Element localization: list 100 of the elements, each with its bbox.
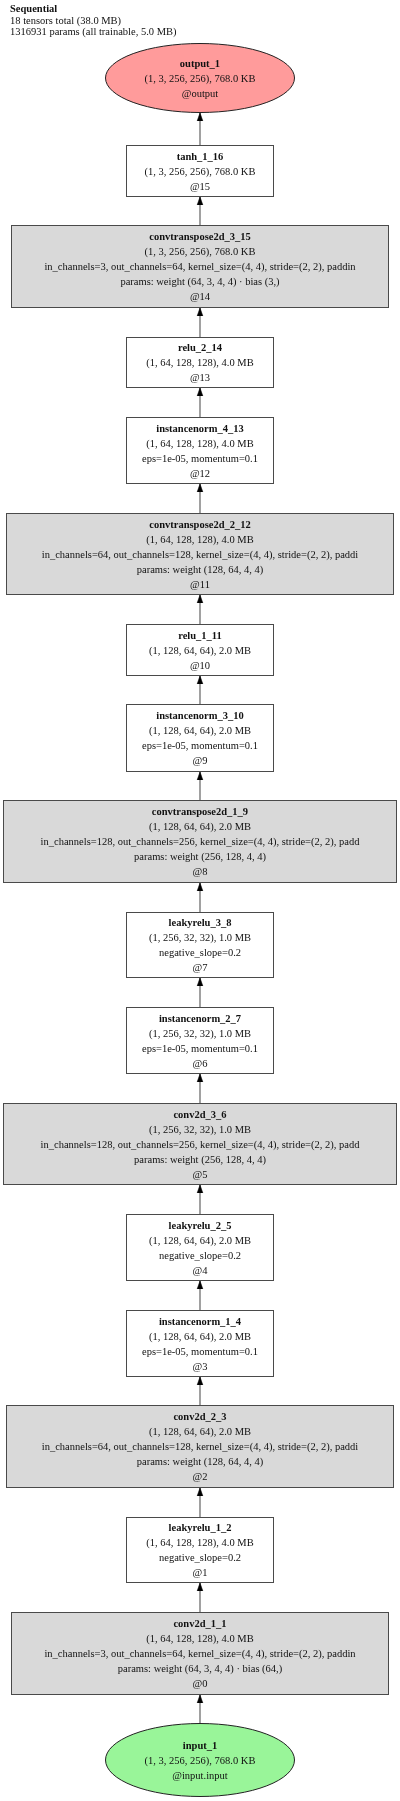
layer-name: relu_1_11 — [178, 628, 222, 643]
layer-box — [126, 145, 274, 197]
layer-name: convtranspose2d_2_12 — [149, 517, 251, 532]
layer-box — [126, 337, 274, 388]
node-index-label: @10 — [189, 658, 211, 673]
layer-name: input_1 — [182, 1738, 218, 1753]
tensor-shape-text: (1, 128, 64, 64), 2.0 MB — [148, 724, 252, 738]
layer-name: convtranspose2d_1_9 — [151, 805, 249, 819]
tensor-shape-text: (1, 3, 256, 256), 768.0 KB — [144, 245, 256, 259]
layer-attributes-text: eps=1e-05, momentum=0.1 — [142, 1344, 258, 1359]
summary-text: 1316931 params (all trainable, 5.0 MB) — [10, 26, 177, 38]
layer-attributes-text: params: weight (128, 64, 4, 4) — [136, 562, 264, 577]
layer-name: instancenorm_2_7 — [158, 1011, 242, 1026]
layer-attributes-text: in_channels=3, out_channels=64, kernel_size=(4, 4), stride=(2, 2), paddin — [44, 260, 356, 274]
tensor-shape-text: (1, 64, 128, 128), 4.0 MB — [146, 436, 254, 451]
node-index-label: @14 — [189, 290, 211, 304]
layer-attributes-text: params: weight (64, 3, 4, 4) · bias (3,) — [120, 275, 280, 289]
tensor-shape-text: (1, 64, 128, 128), 4.0 MB — [146, 356, 254, 370]
parametric-layer-box — [3, 1103, 397, 1185]
layer-attributes-text: in_channels=64, out_channels=128, kernel_size=(4, 4), stride=(2, 2), paddi — [41, 547, 359, 562]
layer-box — [126, 1214, 274, 1281]
arrow — [196, 196, 204, 226]
layer-box — [126, 912, 274, 978]
layer-attributes-text: negative_slope=0.2 — [159, 946, 241, 960]
layer-attributes-text: params: weight (128, 64, 4, 4) — [136, 1455, 264, 1469]
arrow — [196, 387, 204, 418]
node-index-label: @output — [181, 86, 219, 101]
tensor-shape-text: (1, 256, 32, 32), 1.0 MB — [148, 931, 252, 945]
layer-attributes-text: params: weight (64, 3, 4, 4) · bias (64,) — [117, 1662, 283, 1676]
parametric-layer-box — [11, 225, 389, 308]
layer-name: leakyrelu_1_2 — [168, 1521, 232, 1535]
layer-name: instancenorm_1_4 — [158, 1314, 242, 1329]
summary-text: 18 tensors total (38.0 MB) — [10, 14, 122, 26]
node-index-label: @8 — [192, 865, 208, 879]
node-index-label: @11 — [190, 577, 210, 592]
layer-box — [126, 417, 274, 484]
tensor-shape-text: (1, 256, 32, 32), 1.0 MB — [148, 1026, 252, 1041]
node-index-label: @12 — [189, 466, 211, 481]
arrow — [196, 1376, 204, 1406]
layer-attributes-text: in_channels=128, out_channels=256, kernel_size=(4, 4), stride=(2, 2), padd — [40, 835, 360, 849]
arrow — [196, 594, 204, 625]
layer-name: instancenorm_3_10 — [156, 709, 244, 723]
layer-name: tanh_1_16 — [176, 149, 224, 164]
layer-box — [126, 1517, 274, 1583]
tensor-shape-text: (1, 128, 64, 64), 2.0 MB — [148, 643, 252, 658]
node-index-label: @15 — [189, 179, 211, 194]
tensor-shape-text: (1, 64, 128, 128), 4.0 MB — [146, 1632, 254, 1646]
layer-name: leakyrelu_2_5 — [168, 1218, 232, 1233]
layer-box — [126, 1310, 274, 1377]
parametric-layer-box — [3, 800, 397, 883]
layer-attributes-text: params: weight (256, 128, 4, 4) — [134, 850, 266, 864]
node-index-label: @6 — [192, 1056, 208, 1071]
tensor-shape-text: (1, 128, 64, 64), 2.0 MB — [148, 1329, 252, 1344]
layer-name: convtranspose2d_3_15 — [149, 230, 251, 244]
arrow — [196, 483, 204, 514]
node-index-label: @4 — [192, 1263, 208, 1278]
layer-attributes-text: in_channels=64, out_channels=128, kernel_size=(4, 4), stride=(2, 2), paddi — [41, 1440, 359, 1454]
layer-name: conv2d_3_6 — [173, 1107, 227, 1122]
diagram-title: Sequential — [10, 3, 58, 15]
node-index-label: @2 — [192, 1470, 208, 1484]
arrow — [196, 1184, 204, 1215]
tensor-shape-text: (1, 64, 128, 128), 4.0 MB — [146, 1536, 254, 1550]
arrow — [196, 112, 204, 146]
tensor-shape-text: (1, 3, 256, 256), 768.0 KB — [144, 71, 256, 86]
node-index-label: @7 — [192, 961, 208, 975]
output-ellipse — [105, 43, 295, 113]
node-index-label: @3 — [192, 1359, 208, 1374]
layer-box — [126, 624, 274, 676]
tensor-shape-text: (1, 64, 128, 128), 4.0 MB — [146, 532, 254, 547]
node-index-label: @9 — [192, 754, 208, 768]
tensor-shape-text: (1, 128, 64, 64), 2.0 MB — [148, 1425, 252, 1439]
parametric-layer-box — [11, 1612, 389, 1695]
layer-attributes-text: params: weight (256, 128, 4, 4) — [134, 1152, 266, 1167]
tensor-shape-text: (1, 256, 32, 32), 1.0 MB — [148, 1122, 252, 1137]
layer-name: output_1 — [179, 56, 221, 71]
node-index-label: @1 — [192, 1566, 208, 1580]
node-index-label: @13 — [189, 371, 211, 385]
tensor-shape-text: (1, 128, 64, 64), 2.0 MB — [148, 820, 252, 834]
parametric-layer-box — [6, 513, 394, 595]
layer-attributes-text: in_channels=3, out_channels=64, kernel_size=(4, 4), stride=(2, 2), paddin — [44, 1647, 356, 1661]
layer-box — [126, 1007, 274, 1074]
node-index-label: @5 — [192, 1167, 208, 1182]
layer-attributes-text: eps=1e-05, momentum=0.1 — [142, 739, 258, 753]
layer-name: conv2d_1_1 — [173, 1617, 227, 1631]
node-index-label: @0 — [192, 1677, 208, 1691]
layer-name: conv2d_2_3 — [173, 1410, 227, 1424]
layer-attributes-text: eps=1e-05, momentum=0.1 — [142, 1041, 258, 1056]
tensor-shape-text: (1, 128, 64, 64), 2.0 MB — [148, 1233, 252, 1248]
input-ellipse — [105, 1723, 295, 1797]
layer-name: relu_2_14 — [177, 341, 223, 355]
layer-name: instancenorm_4_13 — [156, 421, 244, 436]
tensor-shape-text: (1, 3, 256, 256), 768.0 KB — [144, 1753, 256, 1768]
layer-box — [126, 704, 274, 772]
layer-name: leakyrelu_3_8 — [168, 916, 232, 930]
arrow — [196, 882, 204, 913]
arrow — [196, 1073, 204, 1104]
tensor-shape-text: (1, 3, 256, 256), 768.0 KB — [144, 164, 256, 179]
node-index-label: @input.input — [172, 1768, 228, 1783]
parametric-layer-box — [6, 1405, 394, 1488]
arrow — [196, 771, 204, 801]
